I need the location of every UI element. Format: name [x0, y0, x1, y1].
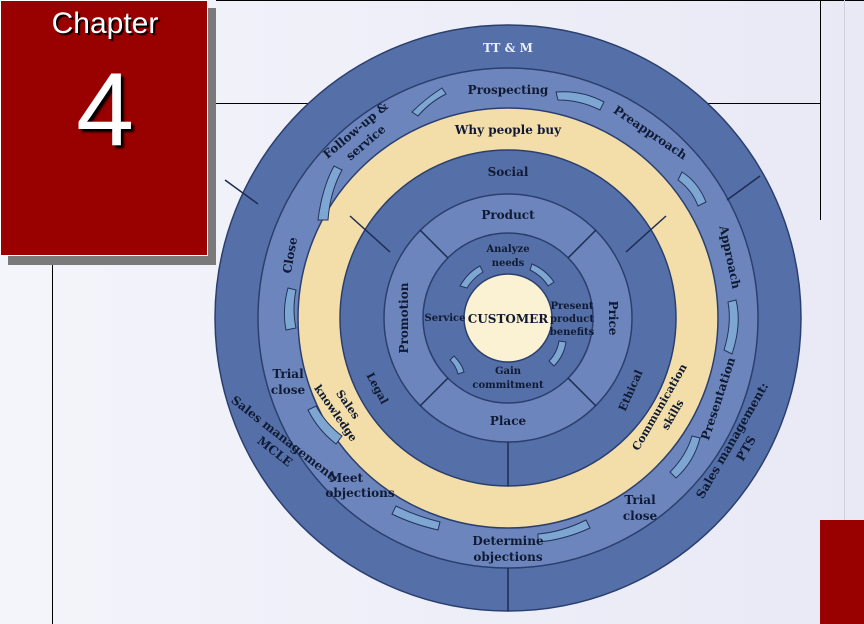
- why-people-buy-label: Why people buy: [454, 123, 562, 137]
- process-arrows: [283, 87, 739, 543]
- chapter-box: Chapter 4: [0, 0, 208, 256]
- customer-core: [463, 273, 553, 363]
- mix-divider-bl: [419, 377, 449, 407]
- present-benefits-line-2: product: [550, 314, 594, 325]
- trial-close-left-line-2: close: [271, 383, 306, 397]
- prospecting-label: Prospecting: [468, 83, 549, 97]
- grid-line-right-vertical: [820, 0, 821, 220]
- arrow-meet-objections-icon: [307, 405, 343, 445]
- arrow-analyze-right-icon: [529, 263, 555, 287]
- arrow-prospecting-right-icon: [555, 91, 605, 111]
- gain-commitment-line-2: commitment: [472, 380, 544, 391]
- arrow-trial-close-left-icon: [283, 287, 297, 331]
- grid-line-top-horizontal: [216, 0, 864, 1]
- meet-objections-line-1: Meet: [329, 471, 364, 485]
- arrow-present-icon: [548, 340, 567, 367]
- trial-close-left-line-1: Trial: [272, 367, 304, 381]
- arrow-approach-icon: [723, 299, 739, 355]
- customer-label: CUSTOMER: [468, 312, 549, 326]
- price-label: Price: [606, 301, 620, 336]
- determine-objections-line-2: objections: [473, 550, 543, 564]
- analyze-needs-line-1: Analyze: [485, 244, 529, 255]
- social-label: Social: [488, 165, 529, 179]
- mix-divider-tr: [567, 229, 597, 259]
- social-divider-left: [349, 215, 391, 253]
- trial-close-right-line-1: Trial: [624, 493, 656, 507]
- close-label: Close: [280, 236, 300, 275]
- product-label: Product: [481, 208, 535, 222]
- meet-objections-line-2: objections: [325, 486, 395, 500]
- arrow-presentation-icon: [669, 435, 701, 479]
- arrow-trial-close-right-icon: [537, 519, 591, 543]
- promotion-label: Promotion: [397, 282, 411, 353]
- chapter-number: 4: [76, 52, 134, 168]
- service-label: Service: [425, 313, 466, 324]
- present-benefits-line-3: benefits: [550, 327, 595, 338]
- arrow-analyze-left-icon: [459, 265, 484, 289]
- needs-arrows: [449, 263, 567, 375]
- arrow-prospecting-left-icon: [411, 87, 447, 117]
- present-benefits-line-1: Present: [550, 301, 593, 312]
- arrow-gain-icon: [449, 355, 465, 375]
- mix-divider-tl: [419, 229, 449, 259]
- arrow-follow-up-icon: [317, 165, 343, 221]
- grid-line-left-vertical: [52, 265, 53, 624]
- trial-close-right-line-2: close: [623, 509, 658, 523]
- corner-accent-box: [820, 520, 864, 624]
- gain-commitment-line-1: Gain: [495, 366, 522, 377]
- chapter-label: Chapter: [51, 7, 159, 40]
- arrow-preapproach-icon: [677, 171, 707, 207]
- place-label: Place: [490, 414, 527, 428]
- outer-top-label: TT & M: [483, 41, 533, 55]
- arrow-determine-icon: [391, 505, 441, 531]
- mix-divider-br: [567, 377, 597, 407]
- analyze-needs-line-2: needs: [492, 258, 525, 269]
- grid-line-right-lower-vertical: [844, 0, 845, 620]
- social-divider-right: [625, 215, 667, 253]
- outer-divider-right: [726, 175, 761, 201]
- outer-divider-left: [224, 179, 259, 205]
- determine-objections-line-1: Determine: [472, 534, 544, 548]
